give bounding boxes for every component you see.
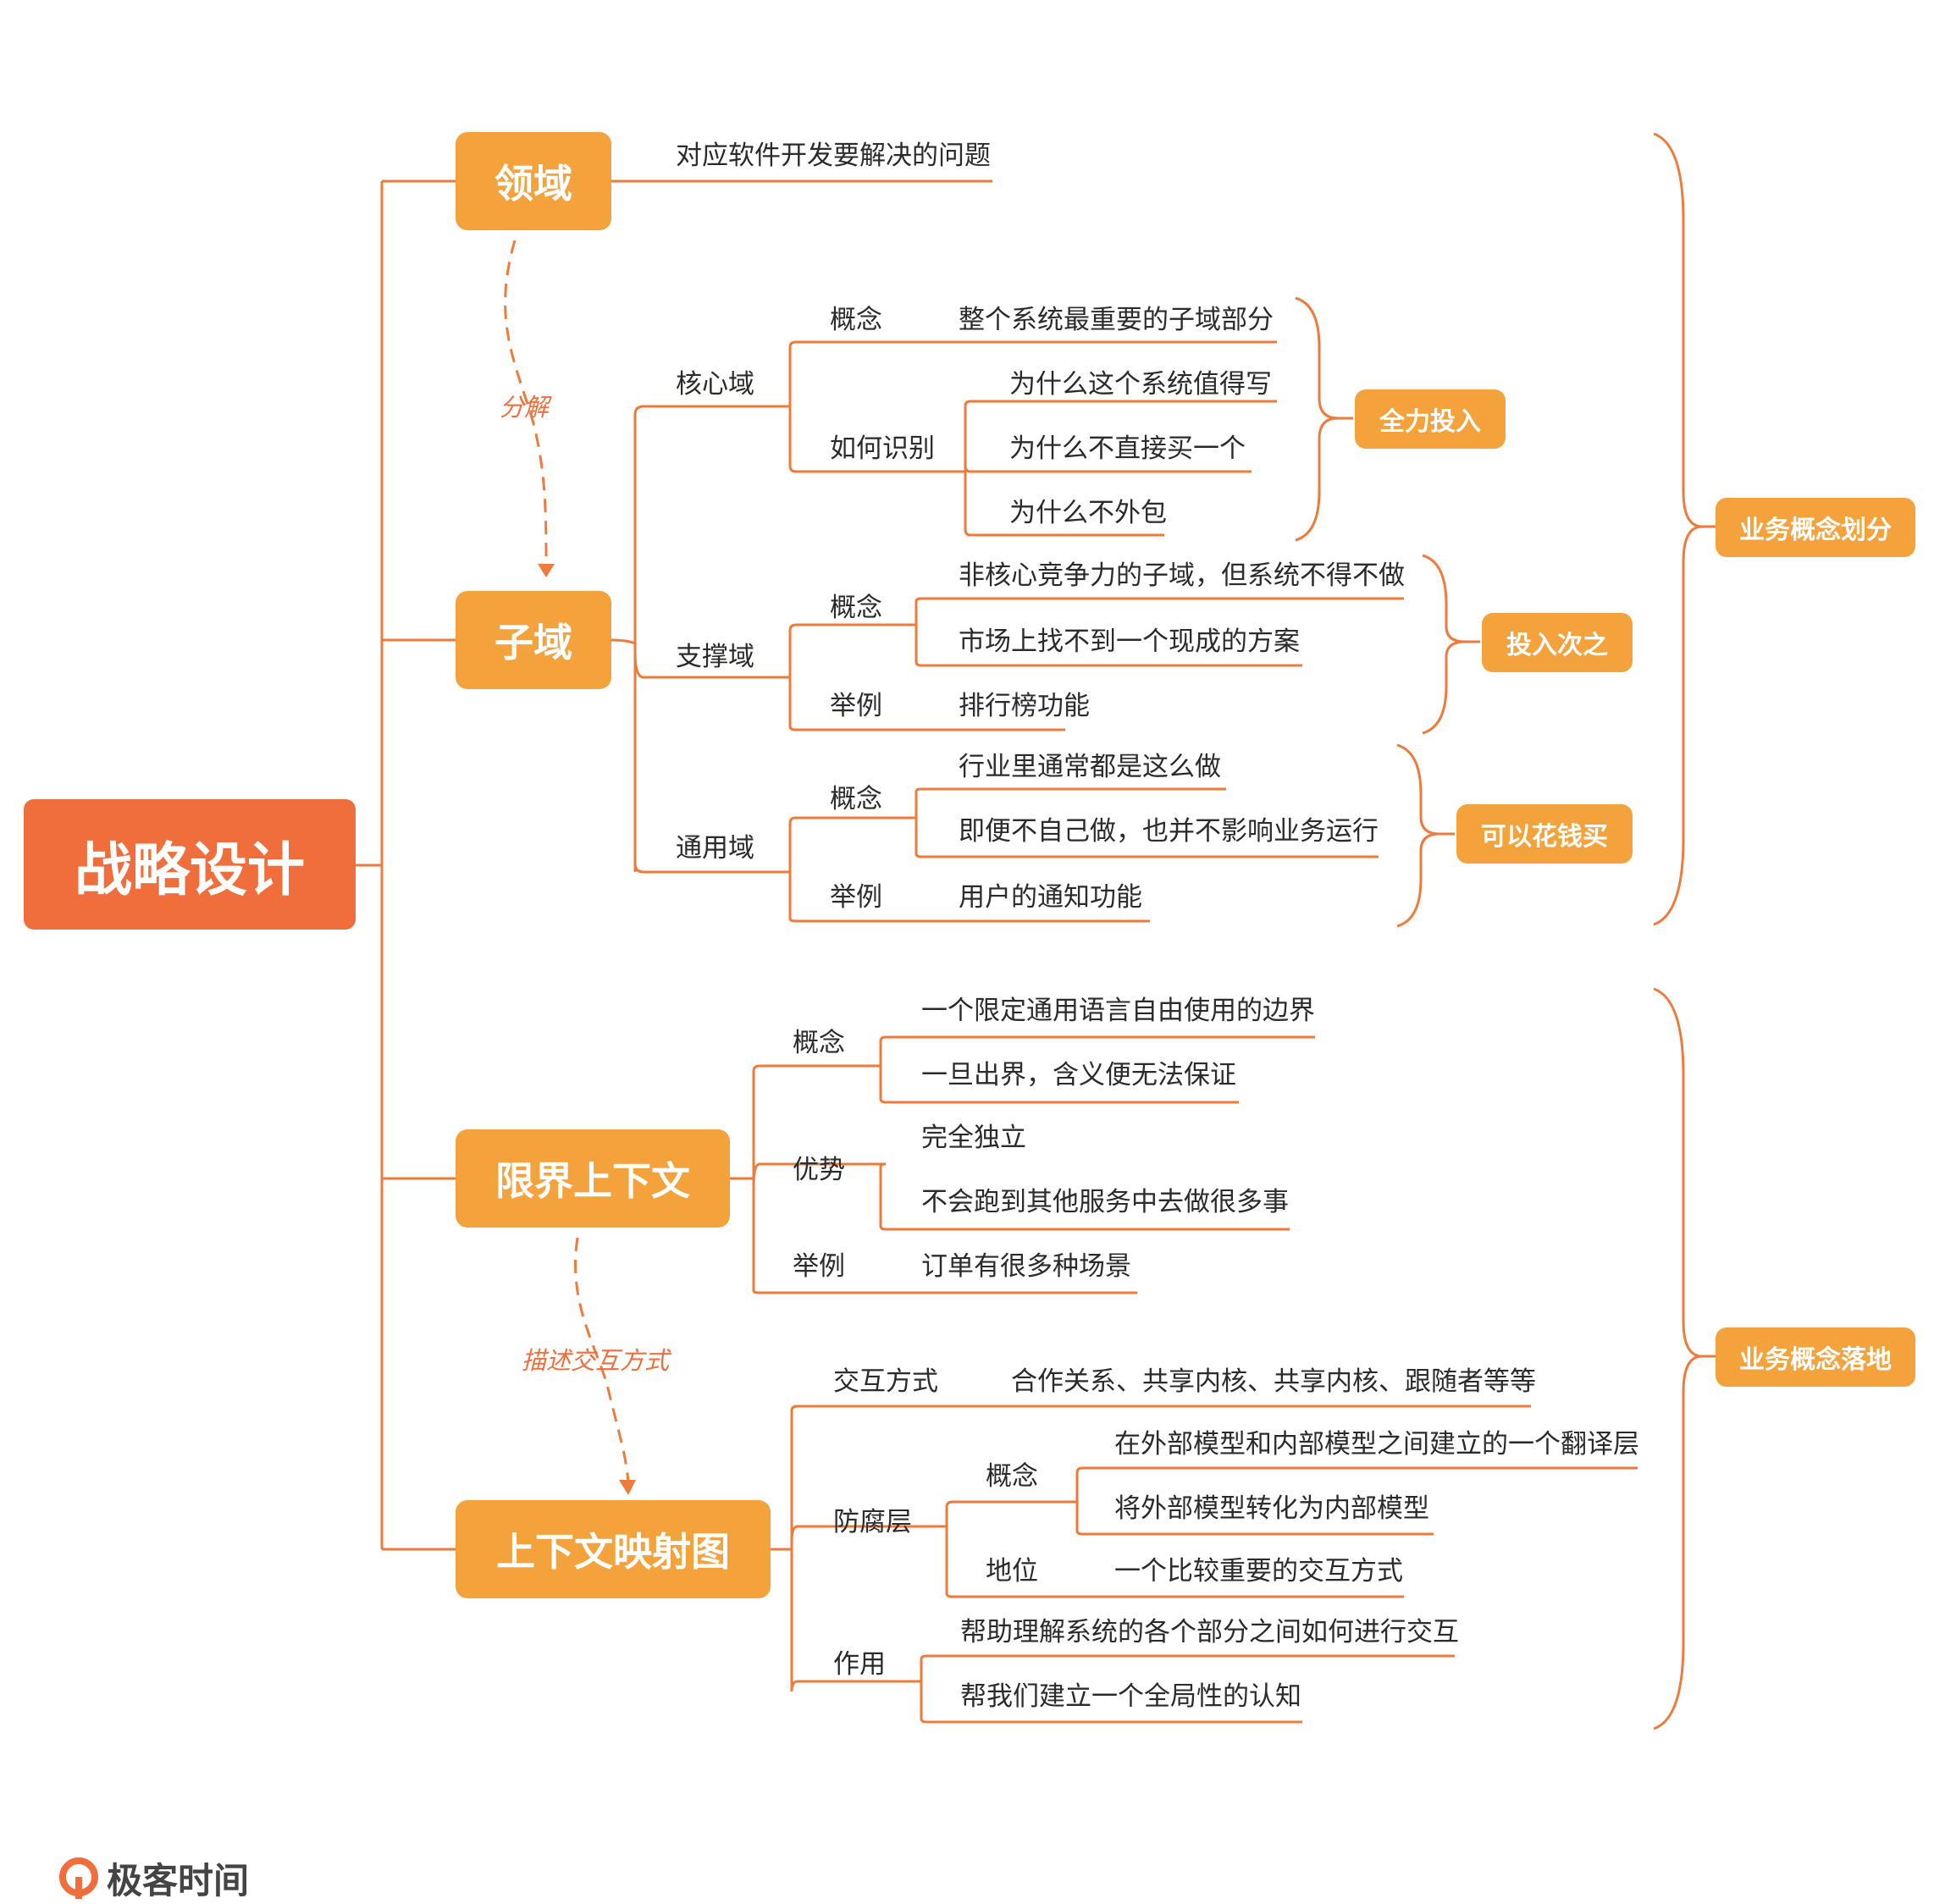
cm-interaction-label: 交互方式 [833,1366,938,1397]
root-label: 战略设计 [74,836,305,904]
core-lines [786,340,1277,537]
core-concept-label: 概念 [830,305,882,335]
right-tag-top: 业务概念划分 [1716,498,1915,557]
brace-support [1422,554,1480,735]
generic-example-label: 举例 [830,882,882,913]
bc-advantage-2: 不会跑到其他服务中去做很多事 [921,1187,1289,1217]
bc-example: 订单有很多种场景 [921,1251,1131,1282]
decompose-label: 分解 [500,393,550,422]
describe-arrowhead [619,1480,636,1495]
support-concept-2: 市场上找不到一个现成的方案 [959,626,1300,657]
right-tag-bottom-label: 业务概念落地 [1739,1345,1892,1375]
support-concept-1: 非核心竞争力的子域，但系统不得不做 [959,560,1405,591]
core-domain-label: 核心域 [676,369,754,400]
cm-acl-concept-label: 概念 [986,1461,1038,1492]
cm-acl-status: 一个比较重要的交互方式 [1114,1556,1403,1587]
generic-tag-label: 可以花钱买 [1481,822,1608,852]
geektime-logo-text: 极客时间 [107,1860,250,1901]
domain-desc: 对应软件开发要解决的问题 [676,141,991,171]
bc-lines [730,1035,1315,1294]
root-node: 战略设计 [24,799,356,930]
bc-concept-label: 概念 [793,1028,845,1058]
core-identify-2: 为什么不直接买一个 [1009,433,1246,464]
cm-acl-status-label: 地位 [986,1556,1038,1587]
support-tag: 投入次之 [1482,613,1633,672]
brace-top [1653,132,1716,926]
cm-acl-concept-2: 将外部模型转化为内部模型 [1114,1493,1429,1524]
generic-example: 用户的通知功能 [959,882,1142,913]
bc-advantage-label: 优势 [793,1155,845,1185]
core-tag: 全力投入 [1355,389,1506,449]
cm-interaction: 合作关系、共享内核、共享内核、跟随者等等 [1011,1366,1536,1397]
describe-arrow [574,1237,630,1484]
right-tag-bottom: 业务概念落地 [1716,1327,1915,1387]
cm-purpose-2: 帮我们建立一个全局性的认知 [960,1681,1301,1712]
brace-core [1295,296,1353,542]
support-tag-label: 投入次之 [1506,631,1608,660]
subdomain-node: 子域 [456,591,611,689]
decompose-arrowhead [538,564,555,577]
support-lines [786,597,1404,731]
generic-lines [786,787,1379,923]
bc-concept-2: 一旦出界，含义便无法保证 [921,1060,1236,1090]
generic-tag: 可以花钱买 [1456,804,1633,864]
support-example-label: 举例 [830,691,882,721]
cm-purpose-1: 帮助理解系统的各个部分之间如何进行交互 [960,1617,1459,1647]
geektime-logo-icon [59,1857,98,1899]
support-domain-label: 支撑域 [676,642,754,672]
domain-label: 领域 [495,161,572,207]
bc-concept-1: 一个限定通用语言自由使用的边界 [921,996,1315,1026]
describe-label: 描述交互方式 [522,1346,670,1375]
core-concept: 整个系统最重要的子域部分 [959,305,1274,335]
domain-node: 领域 [456,132,611,230]
bounded-context-node: 限界上下文 [456,1129,730,1228]
bc-advantage-1: 完全独立 [921,1123,1026,1153]
core-tag-label: 全力投入 [1379,407,1481,437]
core-identify-1: 为什么这个系统值得写 [1009,369,1272,400]
brace-generic [1396,743,1455,928]
core-identify-label: 如何识别 [830,433,935,464]
bc-example-label: 举例 [793,1251,845,1282]
context-map-label: 上下文映射图 [496,1529,730,1575]
cm-purpose-label: 作用 [833,1649,886,1680]
cm-acl-concept-1: 在外部模型和内部模型之间建立的一个翻译层 [1114,1429,1639,1460]
support-example: 排行榜功能 [959,691,1090,721]
cm-lines [771,1405,1638,1724]
generic-concept-1: 行业里通常都是这么做 [959,752,1221,782]
brace-bottom [1653,987,1716,1730]
trunk-line [356,179,456,1551]
context-map-node: 上下文映射图 [456,1500,771,1598]
subdomain-branches [611,405,786,874]
generic-domain-label: 通用域 [676,833,754,864]
generic-concept-2: 即便不自己做，也并不影响业务运行 [959,816,1379,847]
right-tag-top-label: 业务概念划分 [1739,516,1892,545]
bounded-context-label: 限界上下文 [495,1158,690,1204]
geektime-logo: 极客时间 [58,1852,249,1904]
decompose-arrow [504,240,548,566]
support-concept-label: 概念 [830,593,882,623]
subdomain-label: 子域 [495,620,572,665]
core-identify-3: 为什么不外包 [1009,498,1167,528]
cm-acl-label: 防腐层 [833,1507,912,1537]
generic-concept-label: 概念 [830,784,882,814]
